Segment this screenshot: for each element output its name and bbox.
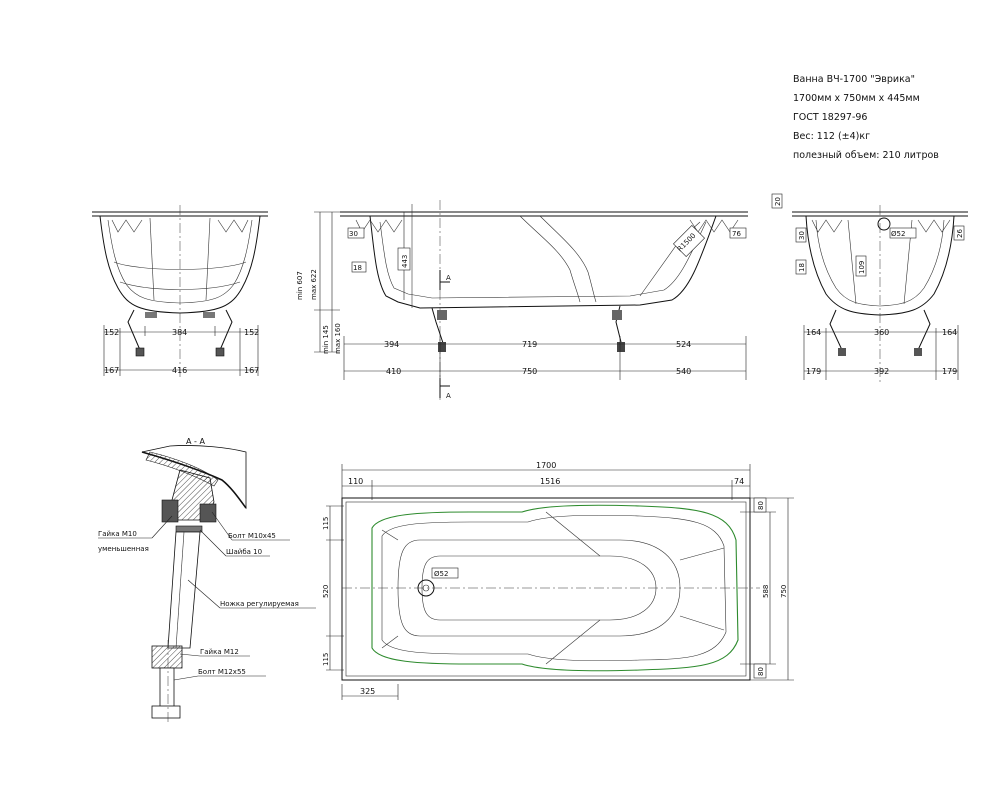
dim-plan-115-bottom: 115 bbox=[322, 653, 330, 666]
dim-front-152-left: 152 bbox=[104, 328, 119, 337]
dim-height-max: max 622 bbox=[310, 269, 318, 300]
dim-end-392: 392 bbox=[874, 367, 889, 376]
spec-weight: Вес: 112 (±4)кг bbox=[793, 131, 870, 142]
dim-end-20: 20 bbox=[774, 197, 782, 206]
section-a-a: А - А Гайка М10 уменьшенная Болт М10x45 … bbox=[98, 437, 316, 724]
dim-410: 410 bbox=[386, 367, 401, 376]
plan-view: Ø52 1700 110 1516 74 115 520 115 325 80 bbox=[322, 461, 794, 700]
side-view: A A min 607 max 622 min 145 max 160 443 … bbox=[296, 200, 748, 400]
dim-plan-1516: 1516 bbox=[540, 477, 560, 486]
dim-30: 30 bbox=[349, 230, 358, 238]
dim-end-d52: Ø52 bbox=[891, 230, 905, 238]
dim-plan-115-top: 115 bbox=[322, 517, 330, 530]
label-bolt-m12: Болт М12x55 bbox=[198, 668, 246, 676]
dim-front-167-right: 167 bbox=[244, 366, 259, 375]
label-nut-m10-reduced: уменьшенная bbox=[98, 545, 149, 553]
dim-plan-1700: 1700 bbox=[536, 461, 556, 470]
spec-block: Ванна ВЧ-1700 "Эврика" 1700мм x 750мм x … bbox=[793, 74, 939, 161]
spec-standard: ГОСТ 18297-96 bbox=[793, 112, 867, 123]
dim-end-30: 30 bbox=[798, 231, 806, 240]
dim-18: 18 bbox=[353, 264, 362, 272]
dim-750: 750 bbox=[522, 367, 537, 376]
dim-plan-588: 588 bbox=[762, 585, 770, 598]
dim-524: 524 bbox=[676, 340, 691, 349]
dim-front-152-right: 152 bbox=[244, 328, 259, 337]
dim-plan-74: 74 bbox=[734, 477, 744, 486]
dim-plan-80-top: 80 bbox=[757, 501, 765, 510]
dim-end-164-right: 164 bbox=[942, 328, 957, 337]
spec-model: Ванна ВЧ-1700 "Эврика" bbox=[793, 74, 915, 85]
label-nut-m12: Гайка М12 bbox=[200, 648, 239, 656]
label-leg-adjustable: Ножка регулируемая bbox=[220, 600, 299, 608]
dim-plan-80-bottom: 80 bbox=[757, 667, 765, 676]
dim-394: 394 bbox=[384, 340, 399, 349]
dim-height-min: min 607 bbox=[296, 271, 304, 300]
dim-plan-520: 520 bbox=[322, 585, 330, 598]
spec-dimensions: 1700мм x 750мм x 445мм bbox=[793, 93, 920, 104]
dim-front-167-left: 167 bbox=[104, 366, 119, 375]
spec-volume: полезный объем: 210 литров bbox=[793, 150, 939, 161]
dim-end-179-left: 179 bbox=[806, 367, 821, 376]
dim-end-164-left: 164 bbox=[806, 328, 821, 337]
dim-end-360: 360 bbox=[874, 328, 889, 337]
dim-76: 76 bbox=[732, 230, 741, 238]
dim-plan-750: 750 bbox=[780, 585, 788, 598]
label-washer: Шайба 10 bbox=[226, 548, 262, 556]
dim-plan-325: 325 bbox=[360, 687, 375, 696]
dim-front-416: 416 bbox=[172, 366, 187, 375]
dim-719: 719 bbox=[522, 340, 537, 349]
dim-540: 540 bbox=[676, 367, 691, 376]
dim-plan-d52: Ø52 bbox=[434, 570, 448, 578]
dim-end-109: 109 bbox=[858, 261, 866, 274]
dim-foot-max: max 160 bbox=[334, 323, 342, 354]
dim-foot-min: min 145 bbox=[322, 325, 330, 354]
dim-end-179-right: 179 bbox=[942, 367, 957, 376]
dim-front-384: 384 bbox=[172, 328, 187, 337]
section-marker-bottom: A bbox=[446, 392, 451, 400]
dim-end-26: 26 bbox=[956, 229, 964, 238]
dim-443: 443 bbox=[401, 255, 409, 268]
label-bolt-m10: Болт М10x45 bbox=[228, 532, 276, 540]
end-view: 20 30 Ø52 18 26 109 164 360 164 179 392 … bbox=[771, 193, 968, 382]
front-view: 152 384 152 167 416 167 bbox=[92, 205, 268, 380]
section-title: А - А bbox=[186, 437, 205, 446]
section-marker-top: A bbox=[446, 274, 451, 282]
label-nut-m10: Гайка М10 bbox=[98, 530, 137, 538]
dim-end-18: 18 bbox=[798, 263, 806, 272]
dim-plan-110: 110 bbox=[348, 477, 363, 486]
